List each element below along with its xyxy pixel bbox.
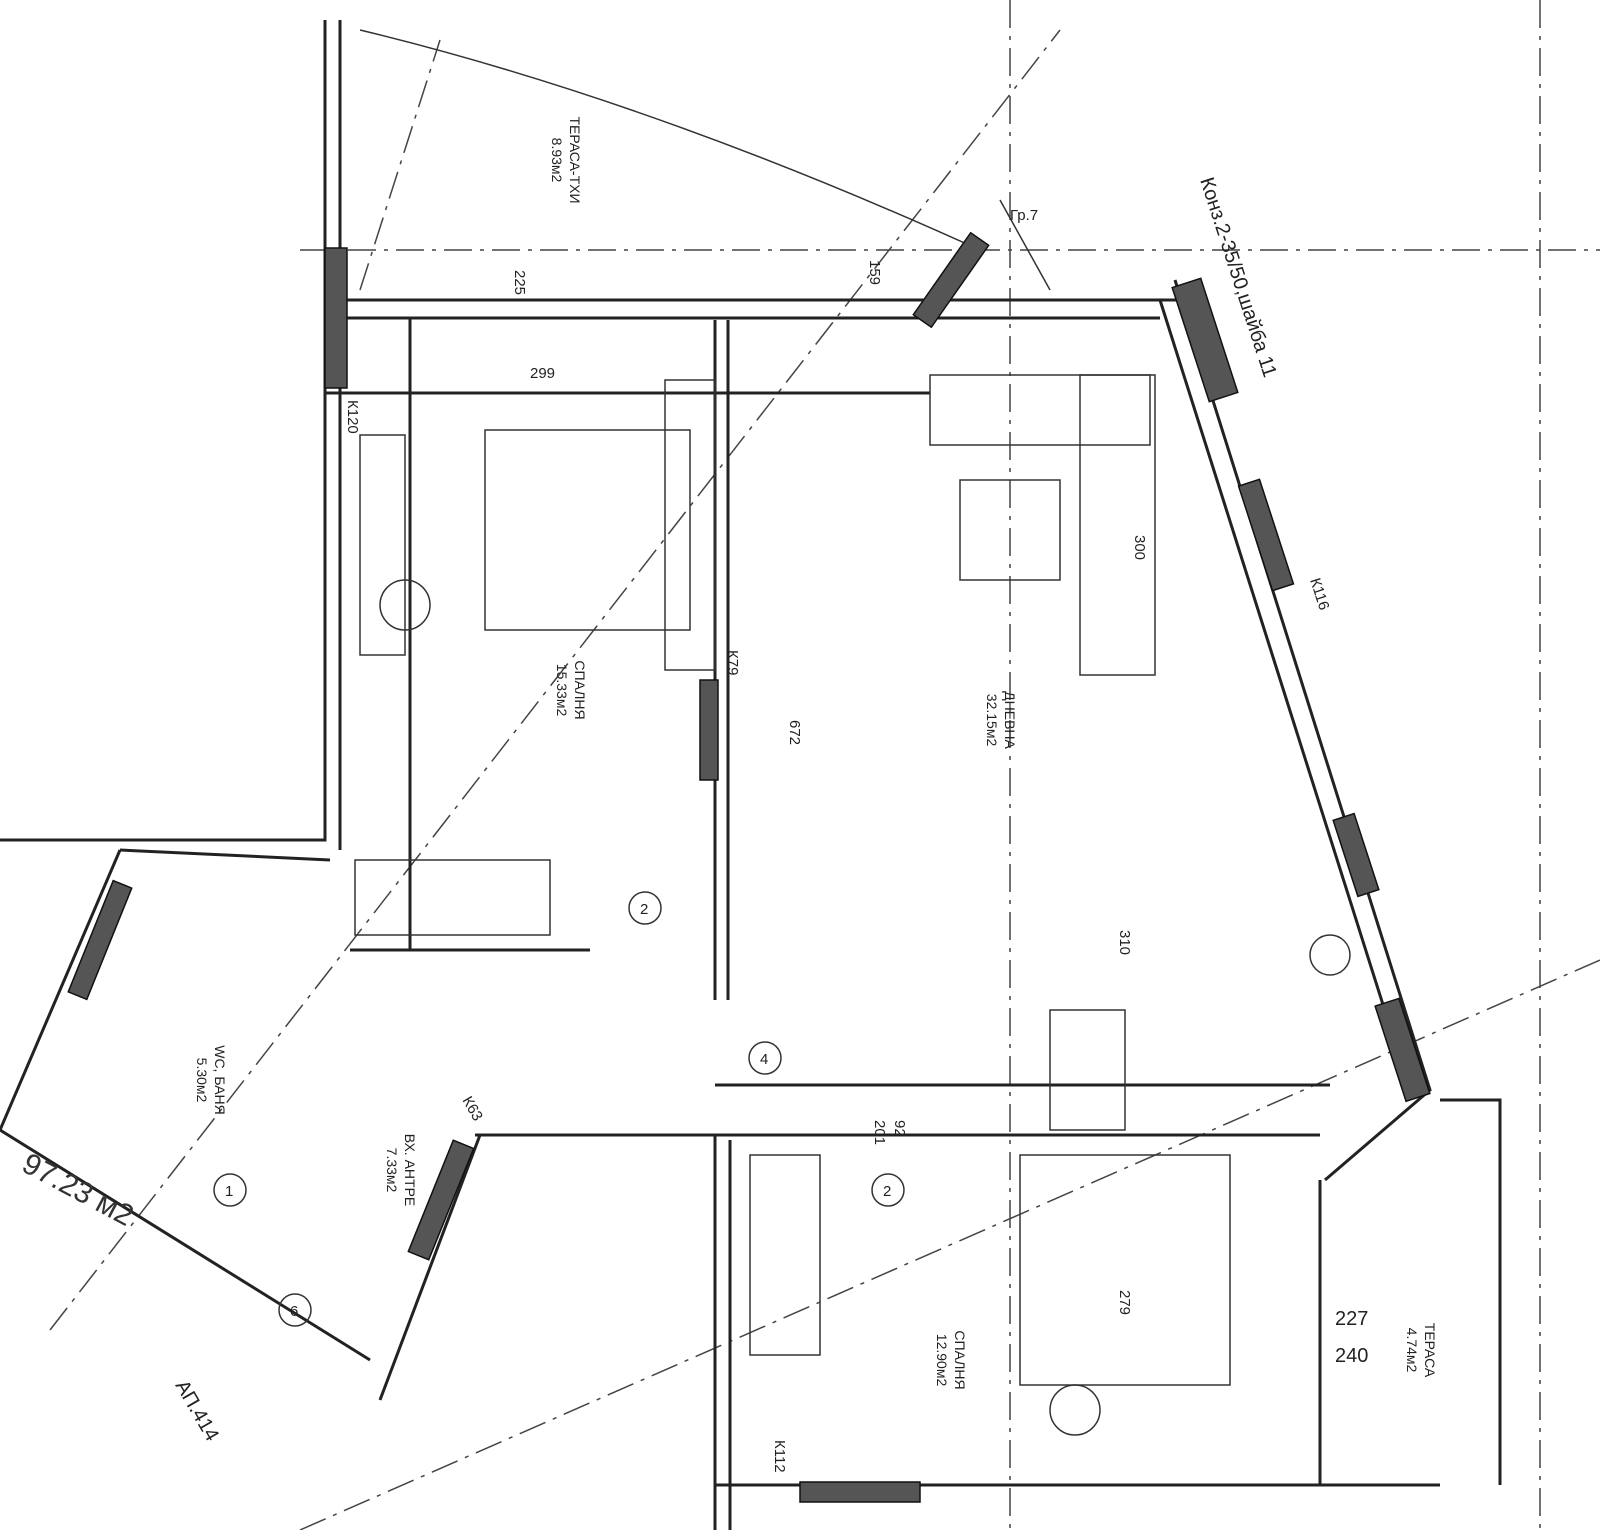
- room-label-bathroom: WC, БАНЯ 5.30м2: [194, 1045, 228, 1115]
- svg-text:ТЕРАСА: ТЕРАСА: [1422, 1323, 1438, 1378]
- dim-300: 300: [1131, 535, 1148, 560]
- dim-240: 240: [1335, 1345, 1368, 1367]
- k120-label: К120: [344, 400, 361, 434]
- svg-text:12.90м2: 12.90м2: [934, 1334, 950, 1387]
- door-marker: 2: [883, 1183, 891, 1200]
- k63-label: К63: [459, 1094, 486, 1125]
- svg-text:СПАЛНЯ: СПАЛНЯ: [572, 660, 588, 719]
- svg-text:5.30м2: 5.30м2: [194, 1058, 210, 1103]
- door-marker: 4: [760, 1051, 768, 1068]
- dim-672: 672: [786, 720, 803, 745]
- svg-text:ВХ. АНТРЕ: ВХ. АНТРЕ: [402, 1134, 418, 1207]
- room-label-terrace-north: ТЕРАСА-ТХИ 8.93м2: [549, 116, 583, 203]
- window-hatches: [67, 231, 1431, 1503]
- room-label-terrace-south: ТЕРАСА 4.74м2: [1404, 1323, 1438, 1378]
- dim-310: 310: [1116, 930, 1133, 955]
- gr7-label: Гр.7: [1010, 207, 1038, 224]
- k79-label: К79: [724, 650, 741, 675]
- door-marker: 2: [640, 901, 648, 918]
- room-labels: ТЕРАСА-ТХИ 8.93м2 СПАЛНЯ 15.33м2 ДНЕВНА …: [194, 116, 1438, 1389]
- room-label-bedroom-2: СПАЛНЯ 12.90м2: [934, 1330, 968, 1389]
- svg-text:4.74м2: 4.74м2: [1404, 1328, 1420, 1373]
- dim-225: 225: [511, 270, 528, 295]
- room-label-entrance: ВХ. АНТРЕ 7.33м2: [384, 1134, 418, 1207]
- door-markers: 2 4 2 1 6: [213, 891, 905, 1327]
- svg-text:8.93м2: 8.93м2: [549, 138, 565, 183]
- total-area: 97.23 м2: [17, 1147, 139, 1233]
- svg-text:WC, БАНЯ: WC, БАНЯ: [212, 1045, 228, 1115]
- dim-92: 92: [891, 1120, 908, 1137]
- svg-text:7.33м2: 7.33м2: [384, 1148, 400, 1193]
- door-marker: 6: [290, 1303, 298, 1320]
- door-marker: 1: [225, 1183, 233, 1200]
- dim-299: 299: [530, 365, 555, 382]
- axis-lines: [49, 0, 1600, 1530]
- dim-201: 201: [871, 1120, 888, 1145]
- dim-279: 279: [1116, 1290, 1133, 1315]
- svg-text:ДНЕВНА: ДНЕВНА: [1002, 691, 1018, 749]
- annotations: 97.23 м2 АП.414 Конз.2-35/50,шайба 11 К1…: [17, 175, 1369, 1473]
- room-label-living: ДНЕВНА 32.15м2: [984, 691, 1018, 749]
- k112-label: К112: [771, 1440, 788, 1473]
- svg-text:15.33м2: 15.33м2: [554, 664, 570, 717]
- dim-227: 227: [1335, 1308, 1368, 1330]
- furniture: [354, 374, 1351, 1436]
- apartment-label: АП.414: [171, 1377, 223, 1446]
- svg-text:ТЕРАСА-ТХИ: ТЕРАСА-ТХИ: [567, 116, 583, 203]
- room-label-bedroom-1: СПАЛНЯ 15.33м2: [554, 660, 588, 719]
- svg-text:32.15м2: 32.15м2: [984, 694, 1000, 747]
- k116-label: К116: [1306, 576, 1332, 612]
- dim-159: 159: [866, 260, 883, 285]
- svg-text:СПАЛНЯ: СПАЛНЯ: [952, 1330, 968, 1389]
